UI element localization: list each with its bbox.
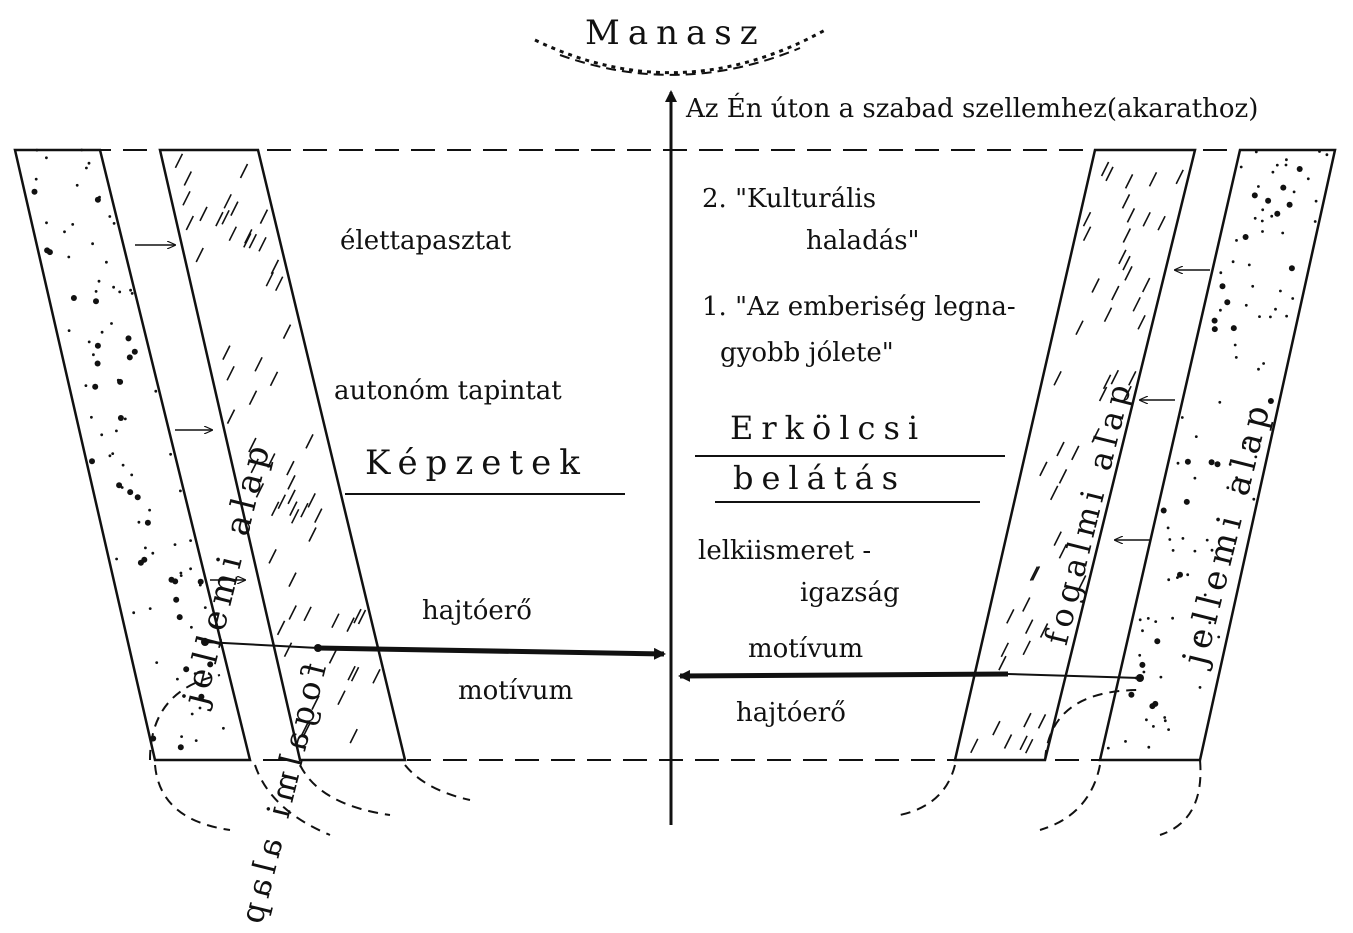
right-item-1-line2: gyobb jólete" [720,340,894,366]
right-item-1-line1: 1. "Az emberiség legna- [702,294,1016,320]
right-item-2-line2: haladás" [806,228,920,254]
right-moral-line2: belátás [733,462,906,494]
right-conscience-line1: lelkiismeret - [698,538,871,564]
diagram-drawing [0,0,1353,843]
right-moral-line1: Erkölcsi [730,412,926,444]
right-motive-arrow [680,674,1008,676]
left-item-elettapasztat: élettapasztat [340,228,511,254]
left-item-hajtoero: hajtóerő [422,598,532,624]
right-conscience-line2: igazság [800,580,900,606]
left-item-motivum: motívum [458,678,573,704]
arrow-label: Az Én úton a szabad szellemhez(akarathoz… [686,96,1258,122]
right-motive-label: motívum [748,636,863,662]
diagram-canvas: Manasz Az Én úton a szabad szellemhez(ak… [0,0,1353,843]
left-item-kepzetek: Képzetek [365,446,588,480]
manasz-label: Manasz [585,16,766,50]
right-item-2-line1: 2. "Kulturális [702,186,876,212]
right-drive-label: hajtóerő [736,700,846,726]
left-item-autonom-tapintat: autonóm tapintat [334,378,562,404]
